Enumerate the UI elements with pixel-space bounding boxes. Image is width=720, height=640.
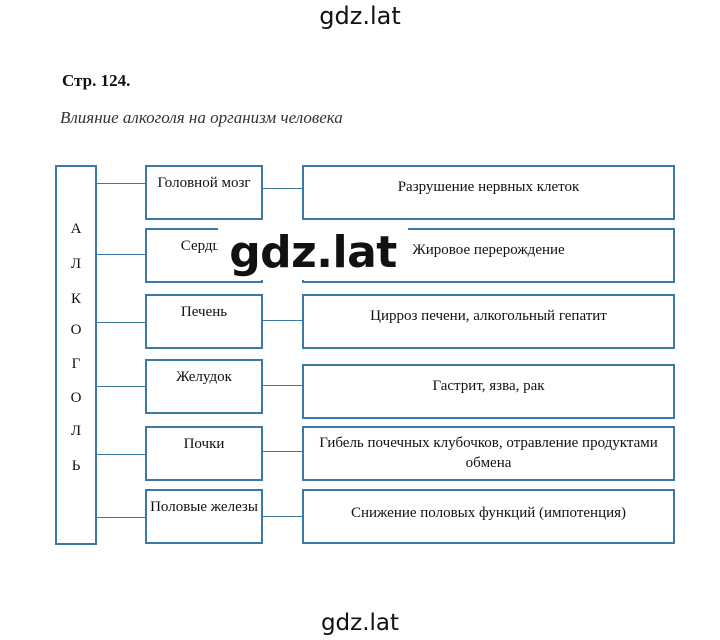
- effect-box-kidneys: Гибель почечных клубочков, отравление пр…: [302, 426, 675, 481]
- connector-line: [263, 451, 302, 452]
- organ-box-stomach: Желудок: [145, 359, 263, 414]
- organ-box-liver: Печень: [145, 294, 263, 349]
- alcohol-root-box: А Л К О Г О Л Ь: [55, 165, 97, 545]
- root-letter: О: [70, 322, 82, 338]
- root-letter: К: [70, 291, 81, 307]
- watermark-bottom: gdz.lat: [320, 610, 400, 636]
- root-letter: Ь: [71, 458, 81, 474]
- organ-box-brain: Головной мозг: [145, 165, 263, 220]
- connector-line: [97, 454, 145, 455]
- connector-line: [97, 517, 145, 518]
- connector-line: [97, 183, 145, 184]
- diagram-subtitle: Влияние алкоголя на организм человека: [60, 108, 343, 127]
- root-letter: О: [70, 390, 82, 406]
- organ-box-kidneys: Почки: [145, 426, 263, 481]
- page-label: Стр. 124.: [62, 71, 131, 90]
- watermark-center: gdz.lat: [218, 226, 408, 280]
- effect-box-stomach: Гастрит, язва, рак: [302, 364, 675, 419]
- root-letter: Л: [70, 423, 82, 439]
- root-letter: Л: [70, 256, 82, 272]
- connector-line: [263, 385, 302, 386]
- connector-line: [97, 386, 145, 387]
- effect-box-gonads: Снижение половых функций (импотенция): [302, 489, 675, 544]
- root-letter: А: [70, 221, 82, 237]
- watermark-top: gdz.lat: [319, 2, 401, 30]
- root-letter: Г: [71, 356, 81, 372]
- connector-line: [263, 320, 302, 321]
- effect-box-brain: Разрушение нервных клеток: [302, 165, 675, 220]
- connector-line: [97, 254, 145, 255]
- connector-line: [97, 322, 145, 323]
- organ-box-gonads: Половые железы: [145, 489, 263, 544]
- connector-line: [263, 188, 302, 189]
- effect-box-liver: Цирроз печени, алкогольный гепатит: [302, 294, 675, 349]
- connector-line: [263, 516, 302, 517]
